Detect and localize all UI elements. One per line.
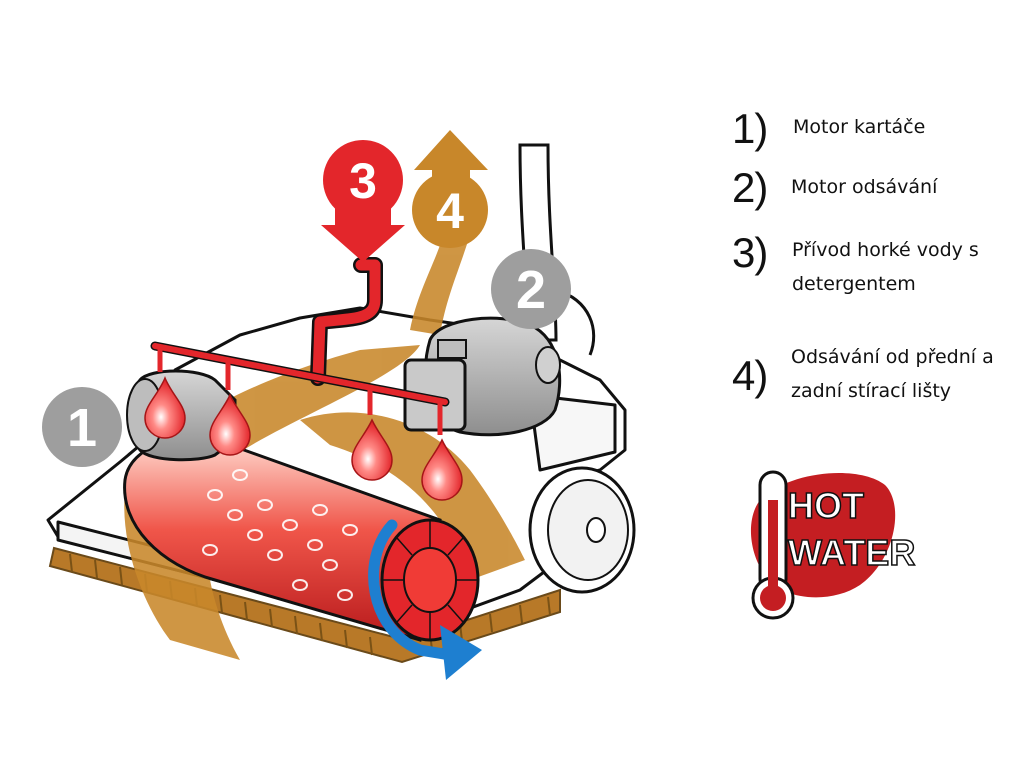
thermometer-icon xyxy=(751,470,795,620)
legend-number-4: 4) xyxy=(732,352,768,399)
rotation-arrow xyxy=(368,519,482,680)
legend-line: Přívod horké vody s xyxy=(792,239,979,261)
callout-1-disc: 1 xyxy=(42,387,122,467)
legend-number-2: 2) xyxy=(732,164,768,211)
legend-line: Motor odsávání xyxy=(791,176,938,198)
callout-2-number: 2 xyxy=(516,260,546,320)
callout-3-number: 3 xyxy=(349,153,377,209)
legend-line: detergentem xyxy=(792,273,916,295)
legend-number-1: 1) xyxy=(732,105,768,152)
legend-line: Motor kartáče xyxy=(793,116,926,138)
legend-text-1: Motor kartáče xyxy=(793,110,925,144)
badge-line-1: HOT xyxy=(788,485,864,526)
suction-motor xyxy=(403,316,562,437)
legend-line: Odsávání od přední a xyxy=(791,346,994,368)
legend-line: zadní stírací lišty xyxy=(791,380,952,402)
legend-text-4: Odsávání od přední a zadní stírací lišty xyxy=(791,340,994,408)
legend-number-3: 3) xyxy=(732,229,768,276)
callout-1-number: 1 xyxy=(67,398,97,458)
callout-4-arrow: 4 xyxy=(412,130,488,248)
legend-text-3: Přívod horké vody s detergentem xyxy=(792,233,979,301)
water-drops xyxy=(144,376,463,501)
callout-3-arrow: 3 xyxy=(321,140,405,262)
legend-text-2: Motor odsávání xyxy=(791,170,937,204)
badge-line-2: WATER xyxy=(788,532,915,573)
callout-4-number: 4 xyxy=(436,183,464,239)
callout-2-disc: 2 xyxy=(491,249,571,329)
wheel xyxy=(528,466,636,594)
hot-water-pipes xyxy=(150,257,450,435)
hot-water-badge: HOT WATER xyxy=(750,470,916,620)
roller-brush xyxy=(123,437,480,642)
